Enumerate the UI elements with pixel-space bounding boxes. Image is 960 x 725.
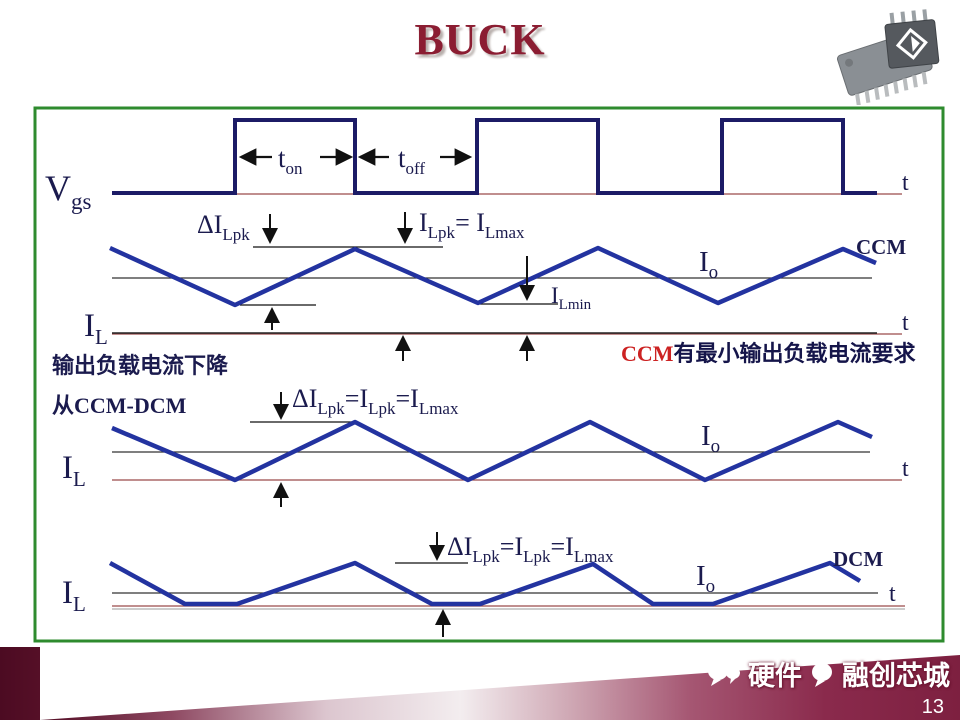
io-label-2: Io [701, 420, 720, 457]
footer-bar: 硬件 融创芯城 13 [0, 645, 960, 720]
footer-brand-right: 融创芯城 [842, 661, 950, 691]
ilpk-ilmax-label: ILpk= ILmax [419, 208, 525, 242]
il-dcm-row: ΔILpk=ILpk=ILmax IL Io DCM t [62, 532, 905, 637]
dcm-t-axis-label: t [889, 581, 896, 607]
chat-bubbles-icon [708, 661, 740, 686]
il-boundary-row: ΔILpk=ILpk=ILmax IL Io t [62, 384, 909, 507]
dcm-mode-label: DCM [833, 547, 883, 571]
vgs-label: Vgs [45, 168, 92, 214]
ccm-t-axis-label: t [902, 310, 909, 336]
il-label-1: IL [84, 308, 108, 349]
il-label-3: IL [62, 575, 86, 616]
dcm-eq-label: ΔILpk=ILpk=ILmax [447, 532, 614, 566]
chip-top [884, 9, 940, 69]
ilmin-label: ILmin [551, 283, 592, 313]
il-boundary-waveform [111, 419, 873, 483]
ton-label: ton [278, 143, 303, 178]
il-ccm-row: ΔILpk ILpk= ILmax ILmin IL Io CCM t 输出负载… [52, 208, 916, 418]
lt-diamond-logo [895, 27, 928, 60]
delta-ilpk-label: ΔILpk [197, 210, 250, 244]
footer-band-graphic [0, 647, 960, 720]
il-ccm-waveform [109, 245, 877, 308]
vgs-row: Vgs ton toff t [45, 118, 909, 214]
chat-bubble-icon [812, 662, 832, 687]
io-label-1: Io [699, 246, 718, 283]
vgs-t-axis-label: t [902, 170, 909, 196]
note-ccm-to-dcm: 从CCM-DCM [52, 393, 187, 418]
vgs-waveform [112, 118, 877, 195]
footer-brand: 硬件 融创芯城 [707, 654, 950, 693]
page-number: 13 [921, 696, 944, 718]
io-label-3: Io [696, 560, 715, 597]
toff-label: toff [398, 143, 425, 178]
ccm-mode-label: CCM [856, 235, 906, 259]
note-ccm-min-load: CCM有最小输出负载电流要求 [621, 341, 916, 366]
chip-logo-image [836, 9, 940, 105]
note-load-current-drop: 输出负载电流下降 [52, 353, 229, 378]
il-dcm-waveform [108, 560, 862, 607]
mid-eq-label: ΔILpk=ILpk=ILmax [292, 384, 459, 418]
mid-t-axis-label: t [902, 456, 909, 482]
il-label-2: IL [62, 450, 86, 491]
page-title: BUCK [414, 15, 546, 64]
diagram-frame [33, 106, 945, 643]
footer-brand-left: 硬件 [748, 661, 802, 691]
